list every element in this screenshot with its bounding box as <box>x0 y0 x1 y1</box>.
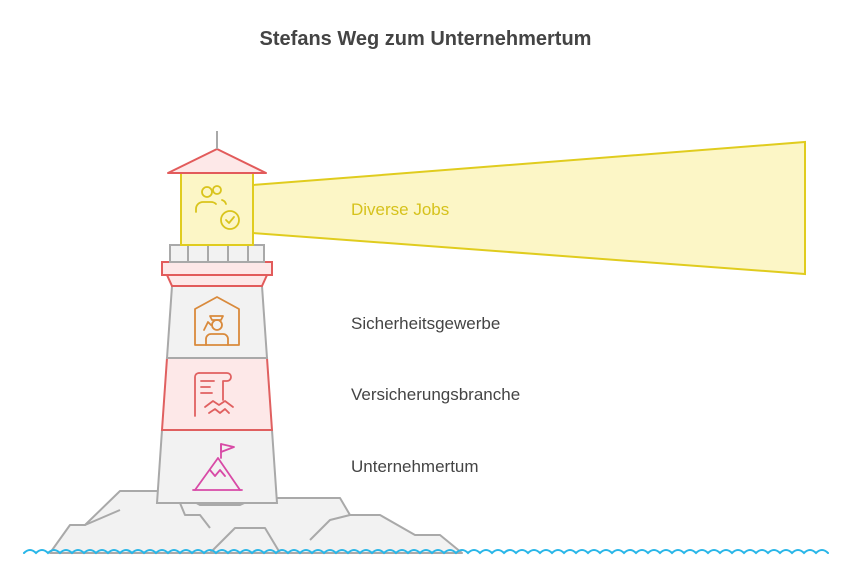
tower-section-middle <box>160 357 274 431</box>
roof <box>167 148 267 174</box>
section-label-middle: Versicherungsbranche <box>351 385 521 404</box>
tower-collar <box>165 274 269 287</box>
contract-handshake-icon <box>194 372 234 417</box>
beam-label: Diverse Jobs <box>351 200 450 219</box>
section-label-top: Sicherheitsgewerbe <box>351 314 501 333</box>
light-beam <box>252 140 806 276</box>
lamp-room <box>180 172 254 246</box>
tower-gallery <box>161 261 273 276</box>
diagram-title: Stefans Weg zum Unternehmertum <box>259 28 592 50</box>
people-check-icon <box>195 185 240 230</box>
tower-railing <box>169 244 265 263</box>
water-line <box>23 549 829 555</box>
tower-section-bottom <box>155 429 279 504</box>
security-guard-icon <box>194 296 240 346</box>
section-label-bottom: Unternehmertum <box>351 457 479 476</box>
mountain-flag-icon <box>192 443 243 491</box>
